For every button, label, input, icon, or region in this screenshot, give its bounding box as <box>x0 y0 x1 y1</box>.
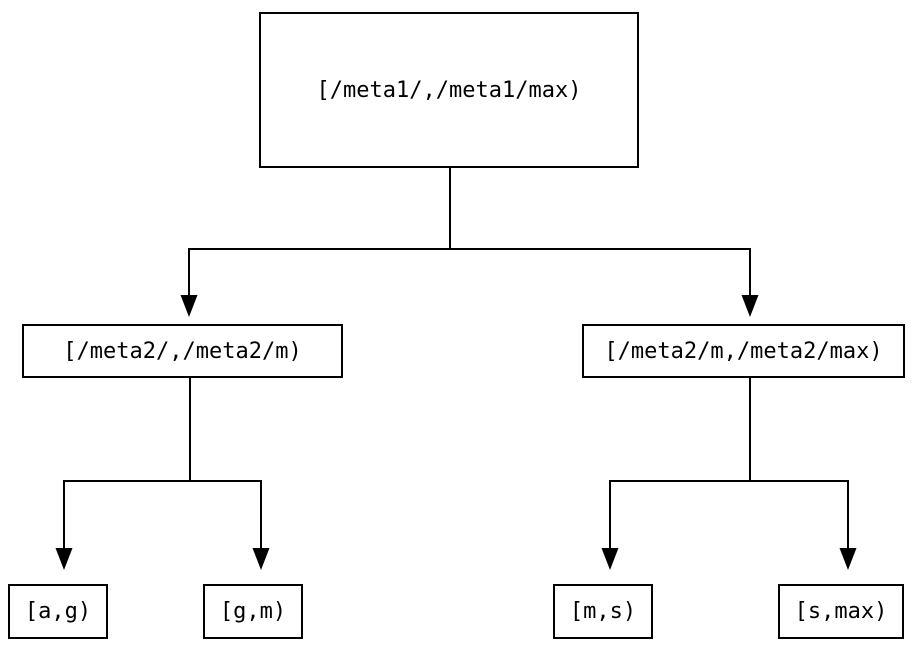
arrow-down-icon <box>55 548 73 570</box>
node-meta2-right-range: [/meta2/m,/meta2/max) <box>582 324 905 378</box>
node-leaf-range-smax: [s,max) <box>778 584 904 639</box>
arrow-down-icon <box>839 548 857 570</box>
node-label: [/meta2/m,/meta2/max) <box>604 338 883 364</box>
node-label: [m,s) <box>569 599 637 624</box>
arrow-down-icon <box>180 295 198 317</box>
node-label: [g,m) <box>219 599 287 624</box>
node-meta2-left-range: [/meta2/,/meta2/m) <box>22 324 343 378</box>
node-label: [a,g) <box>24 599 92 624</box>
node-root-range: [/meta1/,/meta1/max) <box>259 12 639 168</box>
node-leaf-range-ms: [m,s) <box>553 584 653 639</box>
arrow-down-icon <box>252 548 270 570</box>
node-label: [/meta1/,/meta1/max) <box>316 77 582 103</box>
node-leaf-range-gm: [g,m) <box>203 584 303 639</box>
node-leaf-range-ag: [a,g) <box>8 584 108 639</box>
node-label: [/meta2/,/meta2/m) <box>63 338 302 364</box>
arrow-down-icon <box>741 295 759 317</box>
node-label: [s,max) <box>794 599 888 624</box>
arrow-down-icon <box>601 548 619 570</box>
